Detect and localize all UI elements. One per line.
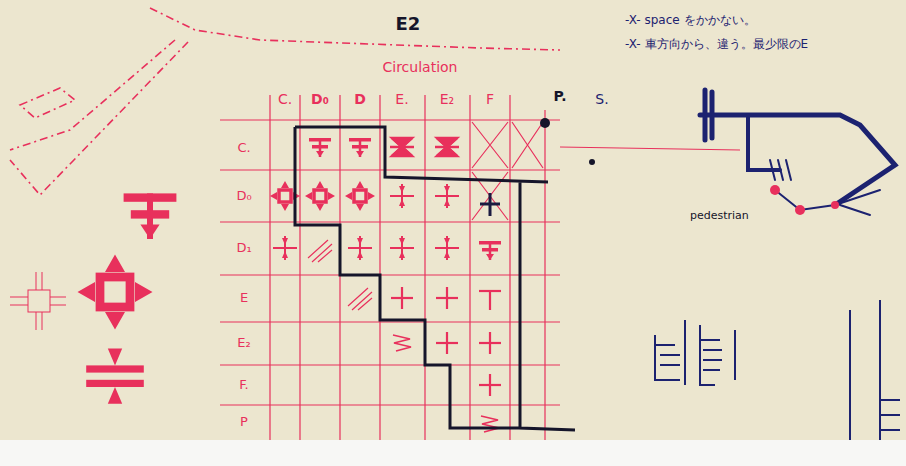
matrix-header: P (240, 415, 248, 429)
matrix-header: F. (239, 378, 249, 392)
matrix-header: E₂ (237, 336, 250, 350)
matrix-header: E₂ (440, 92, 454, 107)
sketch-note: E2 (396, 14, 421, 34)
matrix-header: E. (395, 92, 408, 107)
annotation-note: -X- space をかかない。 (625, 14, 756, 27)
matrix-header: F (486, 92, 494, 107)
matrix-header: D (354, 92, 366, 107)
matrix-header: D₀ (311, 92, 329, 107)
sketch-note: Circulation (383, 60, 458, 75)
matrix-header: S. (595, 92, 608, 107)
matrix-header: C. (278, 92, 292, 107)
matrix-header: D₀ (236, 189, 251, 203)
annotation-note: pedestrian (690, 210, 749, 222)
matrix-header: P. (553, 89, 566, 104)
matrix-header: E (240, 291, 248, 305)
matrix-header: D₁ (236, 241, 251, 255)
annotation-note: -X- 車方向から、違う。最少限のE (625, 38, 808, 51)
matrix-header: C. (237, 141, 250, 155)
